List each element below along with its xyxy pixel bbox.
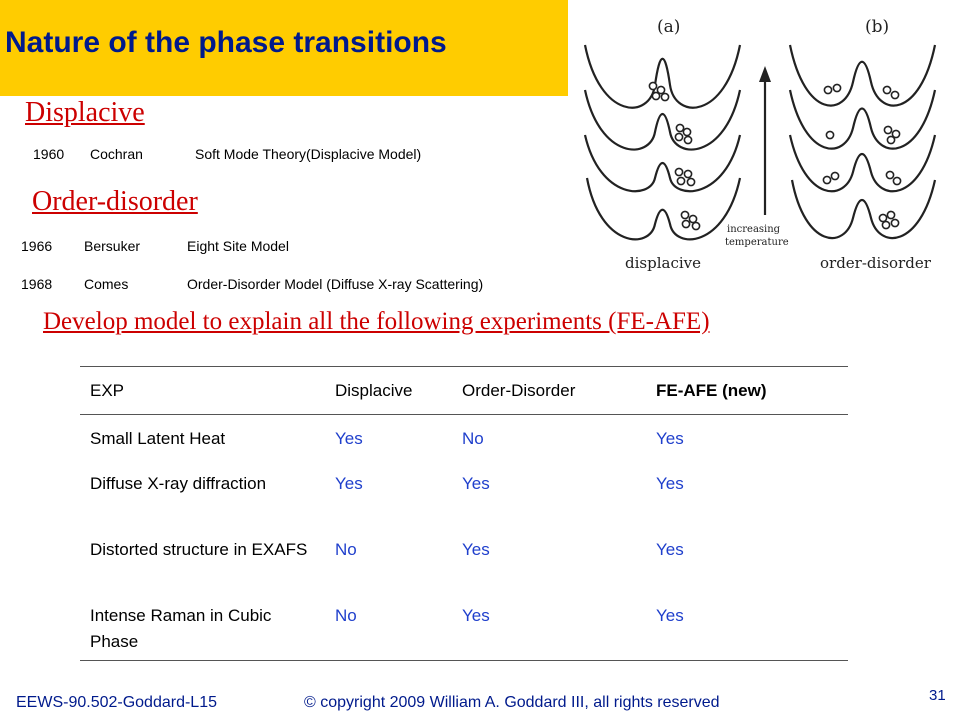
potential-well-curve bbox=[788, 89, 937, 150]
arrow-up-icon bbox=[759, 66, 771, 82]
atom-marker bbox=[686, 177, 696, 187]
history-year: 1960 bbox=[33, 146, 65, 162]
atom-marker bbox=[648, 81, 658, 91]
atom-marker bbox=[890, 90, 900, 100]
title-banner bbox=[0, 0, 568, 96]
column-header: Order-Disorder bbox=[462, 380, 576, 400]
table-row: Small Latent Heat Yes No Yes bbox=[80, 415, 848, 463]
potential-well-diagram: (a) (b) increasing temperature displaciv… bbox=[583, 17, 937, 272]
atom-marker bbox=[683, 135, 693, 145]
develop-model-heading: Develop model to explain all the followi… bbox=[43, 308, 710, 335]
history-author: Comes bbox=[84, 276, 129, 292]
history-description: Order-Disorder Model (Diffuse X-ray Scat… bbox=[187, 276, 484, 292]
atom-marker bbox=[886, 210, 896, 220]
potential-well-curve bbox=[583, 44, 742, 109]
table-row: Distorted structure in EXAFS No Yes Yes bbox=[80, 529, 848, 595]
table-header-row: EXP Displacive Order-Disorder FE-AFE (ne… bbox=[80, 366, 848, 415]
diagram-caption-b: order-disorder bbox=[820, 254, 932, 272]
diagram-label-a: (a) bbox=[657, 17, 680, 37]
atom-marker bbox=[675, 123, 685, 133]
arrow-label: increasing bbox=[727, 224, 781, 235]
table-row: Diffuse X-ray diffraction Yes Yes Yes bbox=[80, 463, 848, 529]
potential-well-curve bbox=[788, 44, 937, 107]
atom-marker bbox=[683, 169, 693, 179]
experiment-cell: Distorted structure in EXAFS bbox=[90, 539, 308, 559]
fe-afe-cell: Yes bbox=[656, 473, 684, 493]
potential-well-curve bbox=[585, 177, 742, 241]
atom-marker bbox=[882, 85, 892, 95]
atom-marker bbox=[832, 83, 842, 93]
atom-marker bbox=[688, 214, 698, 224]
displacive-cell: No bbox=[335, 605, 357, 625]
displacive-cell: Yes bbox=[335, 473, 363, 493]
atom-marker bbox=[682, 127, 692, 137]
order-disorder-cell: Yes bbox=[462, 473, 490, 493]
diagram-caption-a: displacive bbox=[625, 254, 701, 272]
atom-marker bbox=[660, 92, 670, 102]
atom-marker bbox=[891, 129, 901, 139]
atom-marker bbox=[681, 219, 691, 229]
atom-marker bbox=[886, 135, 896, 145]
experiment-cell: Intense Raman in Cubic Phase bbox=[90, 605, 272, 651]
history-description: Soft Mode Theory(Displacive Model) bbox=[195, 146, 422, 162]
history-description: Eight Site Model bbox=[187, 238, 289, 254]
atom-marker bbox=[674, 132, 684, 142]
displacive-cell: Yes bbox=[335, 428, 363, 448]
column-header: Displacive bbox=[335, 380, 413, 400]
table-row: Intense Raman in Cubic Phase No Yes Yes bbox=[80, 595, 848, 661]
potential-well-curve bbox=[583, 89, 742, 151]
atom-marker bbox=[680, 210, 690, 220]
column-header: FE-AFE (new) bbox=[656, 380, 767, 400]
atom-marker bbox=[890, 218, 900, 228]
history-author: Bersuker bbox=[84, 238, 141, 254]
order-disorder-cell: Yes bbox=[462, 605, 490, 625]
atom-marker bbox=[676, 176, 686, 186]
atom-marker bbox=[656, 85, 666, 95]
atom-marker bbox=[651, 91, 661, 101]
atom-marker bbox=[691, 221, 701, 231]
atom-marker bbox=[830, 171, 840, 181]
history-author: Cochran bbox=[90, 146, 143, 162]
column-header: EXP bbox=[90, 380, 125, 400]
history-year: 1966 bbox=[21, 238, 53, 254]
arrow-label: temperature bbox=[725, 237, 789, 248]
displacive-cell: No bbox=[335, 539, 357, 559]
experiments-table: EXP Displacive Order-Disorder FE-AFE (ne… bbox=[80, 366, 848, 661]
page-number: 31 bbox=[929, 687, 946, 704]
slide-title: Nature of the phase transitions bbox=[5, 26, 447, 59]
atom-marker bbox=[825, 130, 835, 140]
experiment-cell: Diffuse X-ray diffraction bbox=[90, 473, 267, 493]
fe-afe-cell: Yes bbox=[656, 428, 684, 448]
footer-copyright: © copyright 2009 William A. Goddard III,… bbox=[304, 694, 720, 711]
history-year: 1968 bbox=[21, 276, 53, 292]
atom-marker bbox=[883, 125, 893, 135]
atom-marker bbox=[823, 85, 833, 95]
footer-course-id: EEWS-90.502-Goddard-L15 bbox=[16, 694, 217, 711]
potential-well-curve bbox=[583, 134, 742, 193]
order-disorder-cell: Yes bbox=[462, 539, 490, 559]
atom-marker bbox=[881, 220, 891, 230]
fe-afe-cell: Yes bbox=[656, 605, 684, 625]
experiment-cell: Small Latent Heat bbox=[90, 428, 226, 448]
fe-afe-cell: Yes bbox=[656, 539, 684, 559]
displacive-heading: Displacive bbox=[25, 97, 145, 128]
potential-well-curve bbox=[790, 179, 937, 240]
atom-marker bbox=[885, 170, 895, 180]
atom-marker bbox=[674, 167, 684, 177]
atom-marker bbox=[892, 176, 902, 186]
order-disorder-cell: No bbox=[462, 428, 484, 448]
atom-marker bbox=[822, 175, 832, 185]
potential-well-curve bbox=[788, 134, 937, 193]
order-disorder-heading: Order-disorder bbox=[32, 186, 198, 217]
diagram-label-b: (b) bbox=[865, 17, 889, 37]
atom-marker bbox=[878, 213, 888, 223]
